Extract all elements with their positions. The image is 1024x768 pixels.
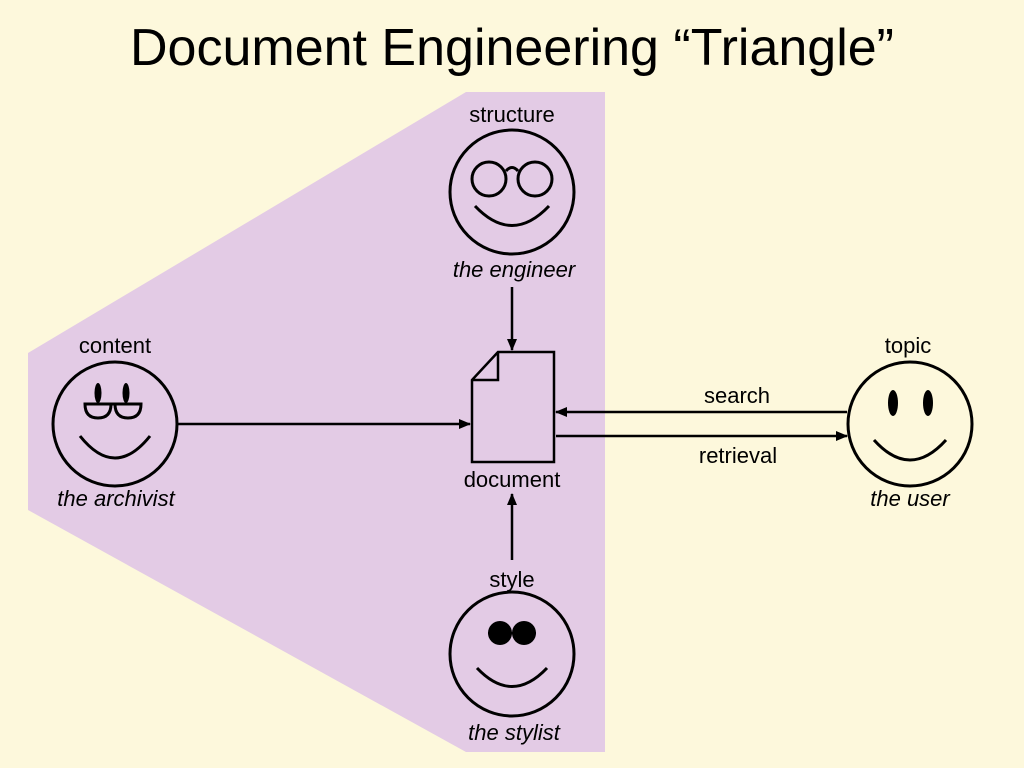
- retrieval-label: retrieval: [698, 443, 778, 468]
- smiley-sunglasses-icon: [448, 590, 576, 718]
- smiley-plain-icon: [846, 360, 974, 488]
- engineer-role-label: the engineer: [452, 257, 576, 282]
- structure-label: structure: [469, 102, 555, 127]
- smiley-reading-glasses-icon: [51, 360, 179, 488]
- document-icon: [470, 350, 556, 464]
- content-label: content: [78, 333, 152, 358]
- search-label: search: [703, 383, 771, 408]
- producer-region: [28, 92, 605, 752]
- style-label: style: [489, 567, 535, 592]
- user-role-label: the user: [870, 486, 950, 511]
- smiley-round-glasses-icon: [448, 128, 576, 256]
- archivist-role-label: the archivist: [57, 486, 175, 511]
- page-title: Document Engineering “Triangle”: [129, 19, 894, 77]
- topic-label: topic: [884, 333, 932, 358]
- stylist-role-label: the stylist: [468, 720, 560, 745]
- document-label: document: [463, 467, 561, 492]
